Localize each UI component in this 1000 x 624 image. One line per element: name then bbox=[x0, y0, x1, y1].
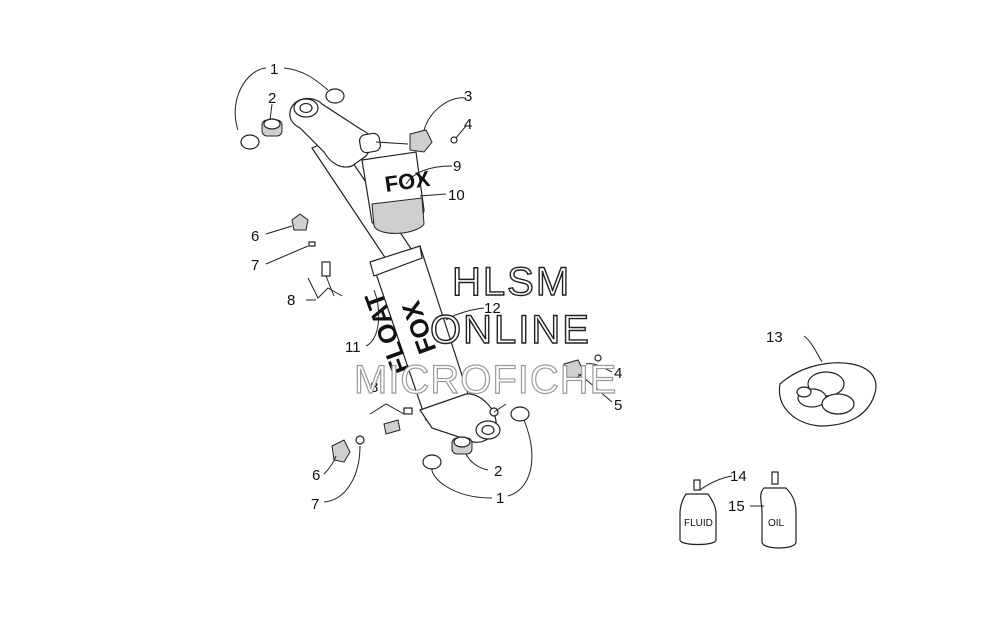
oil-label: OIL bbox=[768, 518, 785, 529]
callout-6-top: 6 bbox=[251, 228, 259, 245]
callout-5: 5 bbox=[614, 397, 622, 414]
callout-2-top: 2 bbox=[268, 90, 276, 107]
callout-7-top: 7 bbox=[251, 257, 259, 274]
callout-2-bottom: 2 bbox=[494, 463, 502, 480]
o-ring-top bbox=[308, 241, 316, 247]
watermark-line-2: ONLINE bbox=[430, 308, 591, 352]
callout-11: 11 bbox=[345, 339, 361, 356]
snap-ring-bottom-left bbox=[422, 454, 442, 470]
callout-15: 15 bbox=[728, 498, 745, 515]
set-screw-top bbox=[450, 136, 458, 144]
snap-ring-bottom-right bbox=[510, 406, 530, 422]
callout-8-top: 8 bbox=[287, 292, 295, 309]
fluid-label: FLUID bbox=[684, 518, 713, 529]
callout-7-bottom: 7 bbox=[311, 496, 319, 513]
callout-14: 14 bbox=[730, 468, 747, 485]
callout-8-bottom: 8 bbox=[370, 379, 378, 396]
o-ring-bottom-right bbox=[403, 407, 413, 415]
snap-ring-top-left bbox=[240, 134, 260, 150]
oil-bottle: OIL bbox=[760, 471, 797, 549]
shock-absorber bbox=[289, 97, 507, 443]
o-ring-bottom bbox=[355, 435, 365, 445]
callout-13: 13 bbox=[766, 329, 783, 346]
callout-1-bottom: 1 bbox=[496, 490, 504, 507]
valve-stem-bottom bbox=[383, 419, 401, 435]
callout-4-top: 4 bbox=[464, 116, 472, 133]
callout-10: 10 bbox=[448, 187, 465, 204]
callout-1-top: 1 bbox=[270, 61, 278, 78]
adjuster-nut bbox=[409, 129, 433, 153]
callout-4-bottom: 4 bbox=[614, 365, 622, 382]
callout-9: 9 bbox=[453, 158, 461, 175]
callout-3: 3 bbox=[464, 88, 472, 105]
callout-6-bottom: 6 bbox=[312, 467, 320, 484]
watermark-line-1: HLSM bbox=[452, 260, 571, 304]
leader-lines bbox=[234, 67, 823, 507]
watermark-line-3: MICROFICHE bbox=[354, 358, 617, 402]
callout-12: 12 bbox=[484, 300, 501, 317]
valve-stem-top bbox=[321, 261, 331, 277]
valve-cap-bottom bbox=[331, 439, 351, 463]
set-screw-bottom bbox=[594, 354, 602, 362]
valve-cap-top bbox=[291, 213, 309, 231]
seal-kit bbox=[778, 362, 877, 427]
fluid-bottle: FLUID bbox=[679, 479, 717, 546]
snap-ring-top-right bbox=[325, 88, 345, 104]
